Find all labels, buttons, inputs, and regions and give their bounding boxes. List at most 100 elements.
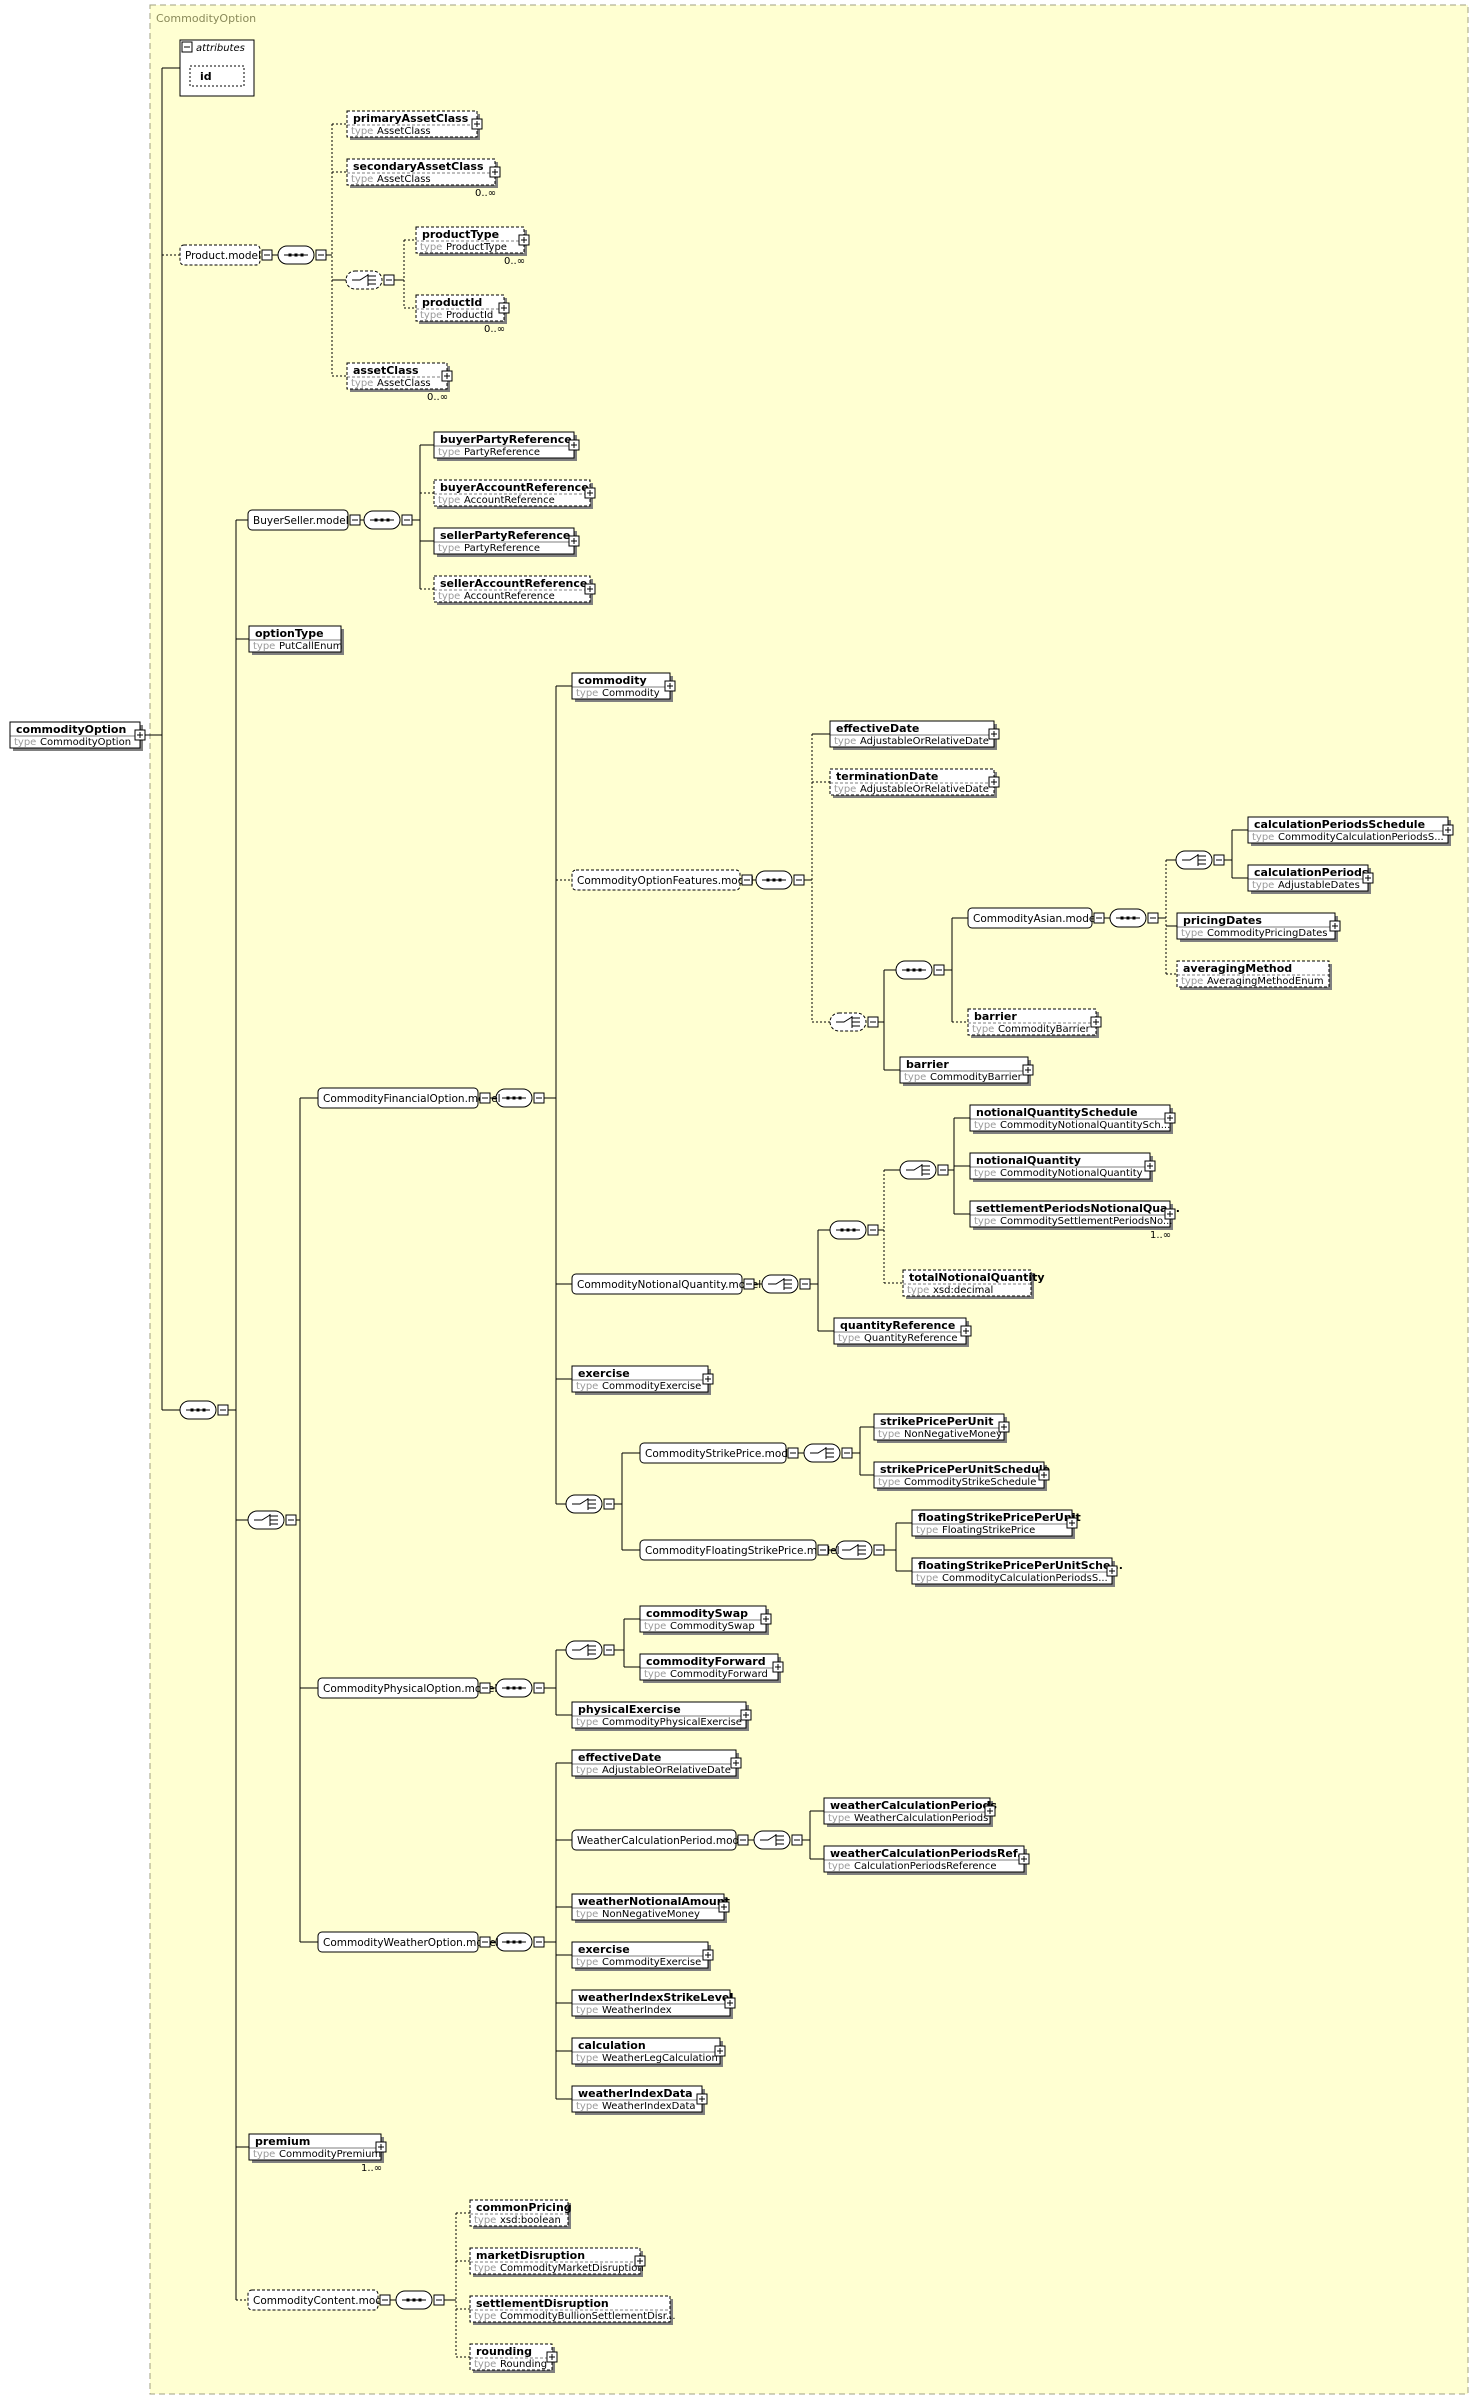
sequence-physical[interactable] xyxy=(495,1678,545,1698)
choice-product-type[interactable] xyxy=(345,270,395,290)
choice-notional[interactable] xyxy=(761,1274,811,1294)
element-physicalExercise-expand-icon[interactable] xyxy=(740,1709,752,1721)
sequence-weather[interactable] xyxy=(495,1932,545,1952)
element-strikePricePerUnitSchedule-expand-icon[interactable] xyxy=(1038,1469,1050,1481)
element-commodityForward-expand-icon[interactable] xyxy=(772,1661,784,1673)
element-marketDisruption-expand-icon[interactable] xyxy=(634,2255,646,2267)
group-product_model[interactable]: Product.model xyxy=(179,244,273,266)
element-quantityReference-expand-icon[interactable] xyxy=(960,1325,972,1337)
element-weatherCalculationPeriodsRef-expand-icon[interactable] xyxy=(1018,1853,1030,1865)
choice-calc-periods[interactable] xyxy=(1175,850,1225,870)
choice-strike-price[interactable] xyxy=(803,1443,853,1463)
sequence-notional[interactable] xyxy=(829,1220,879,1240)
element-barrierInner-expand-icon[interactable] xyxy=(1090,1016,1102,1028)
element-weatherIndexStrikeLevel-expand-icon[interactable] xyxy=(724,1997,736,2009)
choice-strike[interactable] xyxy=(565,1494,615,1514)
group-content_model[interactable]: CommodityContent.model xyxy=(247,2289,391,2311)
element-weatherIndexData-expand-icon[interactable] xyxy=(696,2093,708,2105)
group-buyerseller_model[interactable]: BuyerSeller.model xyxy=(247,509,361,531)
root-element-expand-icon[interactable] xyxy=(134,729,146,741)
element-calculation-expand-icon[interactable] xyxy=(714,2045,726,2057)
element-pricingDates-expand-icon[interactable] xyxy=(1329,920,1341,932)
element-effectiveDate2-expand-icon[interactable] xyxy=(730,1757,742,1769)
element-barrier-expand-icon[interactable] xyxy=(1022,1064,1034,1076)
element-floatingStrikePricePerUnit-expand-icon[interactable] xyxy=(1066,1517,1078,1529)
element-rounding-expand-icon[interactable] xyxy=(546,2351,558,2363)
element-weatherCalculationPeriods-expand-icon[interactable] xyxy=(984,1805,996,1817)
element-floatingStrikePricePerUnitSche-expand-icon[interactable] xyxy=(1106,1565,1118,1577)
choice-floating-strike[interactable] xyxy=(835,1540,885,1560)
element-notionalQuantity-expand-icon[interactable] xyxy=(1144,1160,1156,1172)
choice-option-kind[interactable] xyxy=(247,1510,297,1530)
sequence-product[interactable] xyxy=(277,245,327,265)
group-floating_model[interactable]: CommodityFloatingStrikePrice.model xyxy=(639,1539,840,1561)
sequence-content[interactable] xyxy=(395,2290,445,2310)
element-notionalQuantitySchedule-expand-icon[interactable] xyxy=(1164,1112,1176,1124)
group-financial_model[interactable]: CommodityFinancialOption.model xyxy=(317,1087,501,1109)
sequence-asian[interactable] xyxy=(895,960,945,980)
element-exercise-expand-icon[interactable] xyxy=(702,1373,714,1385)
element-exercise2-expand-icon[interactable] xyxy=(702,1949,714,1961)
sequence-main[interactable] xyxy=(179,1400,229,1420)
sequence-features[interactable] xyxy=(755,870,805,890)
element-settlementPeriodsNotionalQua-expand-icon[interactable] xyxy=(1164,1208,1176,1220)
element-primaryAssetClass-expand-icon[interactable] xyxy=(471,118,483,130)
sequence-buyerseller[interactable] xyxy=(363,510,413,530)
group-asian_model[interactable]: CommodityAsian.model xyxy=(967,907,1105,929)
element-secondaryAssetClass-expand-icon[interactable] xyxy=(489,166,501,178)
group-weather_model[interactable]: CommodityWeatherOption.model xyxy=(317,1931,499,1953)
element-weatherNotionalAmount-expand-icon[interactable] xyxy=(718,1901,730,1913)
element-buyerPartyReference-expand-icon[interactable] xyxy=(568,439,580,451)
element-strikePricePerUnit-expand-icon[interactable] xyxy=(998,1421,1010,1433)
choice-weather-calc[interactable] xyxy=(753,1830,803,1850)
sequence-asian-detail[interactable] xyxy=(1109,908,1159,928)
element-sellerPartyReference-expand-icon[interactable] xyxy=(568,535,580,547)
attributes-box[interactable]: attributes id xyxy=(179,39,255,97)
element-commoditySwap-expand-icon[interactable] xyxy=(760,1613,772,1625)
group-physical_model[interactable]: CommodityPhysicalOption.model xyxy=(317,1677,497,1699)
choice-asian-barrier[interactable] xyxy=(829,1012,879,1032)
element-premium-expand-icon[interactable] xyxy=(375,2141,387,2153)
group-features_model[interactable]: CommodityOptionFeatures.model xyxy=(571,869,754,891)
group-strike_model[interactable]: CommodityStrikePrice.model xyxy=(639,1442,799,1464)
element-terminationDate-expand-icon[interactable] xyxy=(988,776,1000,788)
element-calculationPeriods-expand-icon[interactable] xyxy=(1362,872,1374,884)
sequence-financial[interactable] xyxy=(495,1088,545,1108)
